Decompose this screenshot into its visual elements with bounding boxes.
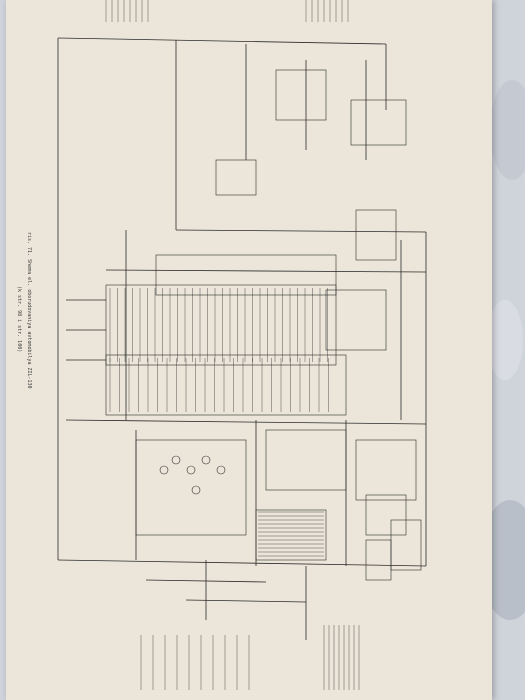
component-block: [155, 254, 337, 296]
wire-line: [145, 579, 267, 583]
component-blocks: [105, 69, 422, 581]
component-block: [365, 494, 407, 536]
wiring-diagram: [57, 0, 427, 690]
component-block: [255, 509, 327, 561]
terminal-circle: [201, 455, 211, 465]
component-block: [275, 69, 327, 121]
component-block: [355, 439, 417, 501]
component-block: [105, 354, 347, 416]
wire-line: [65, 419, 427, 425]
component-block: [350, 99, 407, 146]
schematic-sheet: ris. 71. Shema el. oborudovaniya avtomob…: [6, 0, 492, 700]
component-block: [355, 209, 397, 261]
terminal-circle: [171, 455, 181, 465]
wire-bundles: [105, 0, 360, 690]
terminal-circle: [186, 465, 196, 475]
wire-line: [57, 559, 427, 567]
diagram-caption: ris. 71. Shema el. oborudovaniya avtomob…: [26, 232, 32, 389]
wire-line: [175, 229, 427, 233]
wire-lines: [57, 37, 427, 640]
wire-line: [105, 269, 427, 273]
terminal-circle: [216, 465, 226, 475]
terminal-circle: [159, 465, 169, 475]
component-block: [105, 284, 337, 366]
diagram-subcaption: (k str. 98 i str. 100): [16, 286, 22, 353]
component-block: [325, 289, 387, 351]
component-block: [215, 159, 257, 196]
component-block: [365, 539, 392, 581]
component-block: [265, 429, 347, 491]
wire-line: [185, 599, 307, 603]
wire-line: [57, 37, 387, 45]
terminal-circle: [191, 485, 201, 495]
component-block: [135, 439, 247, 536]
